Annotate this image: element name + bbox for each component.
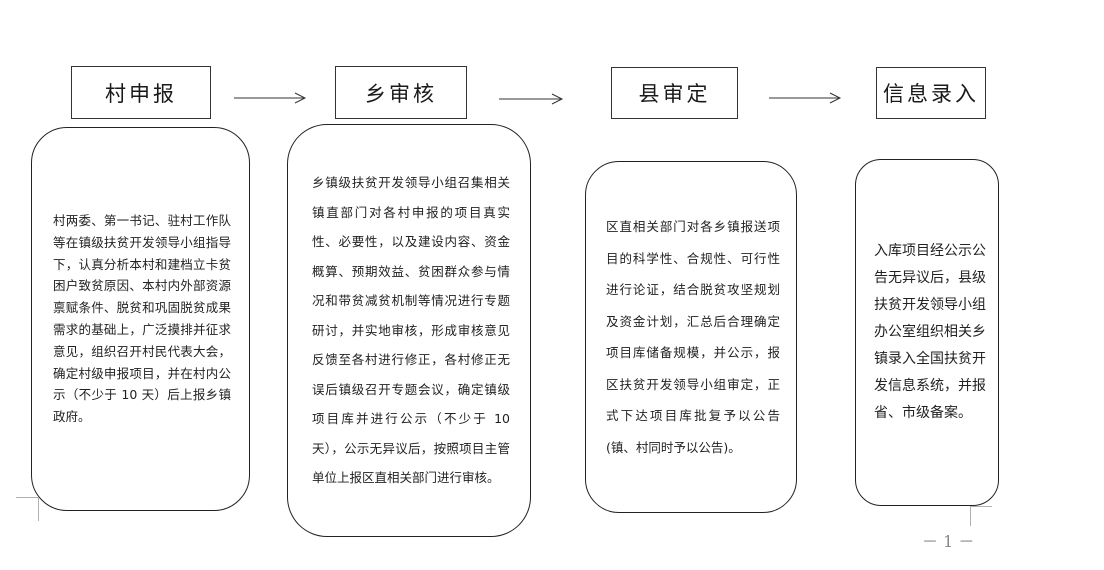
corner-mark bbox=[16, 497, 38, 498]
arrow-right-icon bbox=[499, 93, 564, 105]
step-village-report: 村申报 bbox=[71, 66, 211, 119]
corner-mark bbox=[970, 506, 992, 507]
corner-mark bbox=[970, 506, 971, 526]
card-text: 乡镇级扶贫开发领导小组召集相关镇直部门对各村申报的项目真实性、必要性，以及建设内… bbox=[312, 175, 510, 486]
step-info-entry: 信息录入 bbox=[876, 67, 986, 119]
arrow-right-icon bbox=[769, 92, 842, 104]
arrow-right-icon bbox=[234, 92, 307, 104]
step-county-approval: 县审定 bbox=[611, 67, 738, 119]
card-township-review-desc: 乡镇级扶贫开发领导小组召集相关镇直部门对各村申报的项目真实性、必要性，以及建设内… bbox=[287, 124, 531, 537]
card-text: 入库项目经公示公告无异议后，县级扶贫开发领导小组办公室组织相关乡镇录入全国扶贫开… bbox=[874, 243, 986, 421]
card-village-report-desc: 村两委、第一书记、驻村工作队等在镇级扶贫开发领导小组指导下，认真分析本村和建档立… bbox=[31, 127, 250, 511]
card-info-entry-desc: 入库项目经公示公告无异议后，县级扶贫开发领导小组办公室组织相关乡镇录入全国扶贫开… bbox=[855, 159, 999, 506]
card-text: 区直相关部门对各乡镇报送项目的科学性、合规性、可行性进行论证，结合脱贫攻坚规划及… bbox=[606, 219, 780, 455]
page-number: － 1 － bbox=[922, 532, 975, 551]
card-text: 村两委、第一书记、驻村工作队等在镇级扶贫开发领导小组指导下，认真分析本村和建档立… bbox=[53, 213, 231, 425]
corner-mark bbox=[38, 497, 39, 521]
card-county-approval-desc: 区直相关部门对各乡镇报送项目的科学性、合规性、可行性进行论证，结合脱贫攻坚规划及… bbox=[585, 161, 797, 513]
step-township-review: 乡审核 bbox=[335, 66, 467, 119]
